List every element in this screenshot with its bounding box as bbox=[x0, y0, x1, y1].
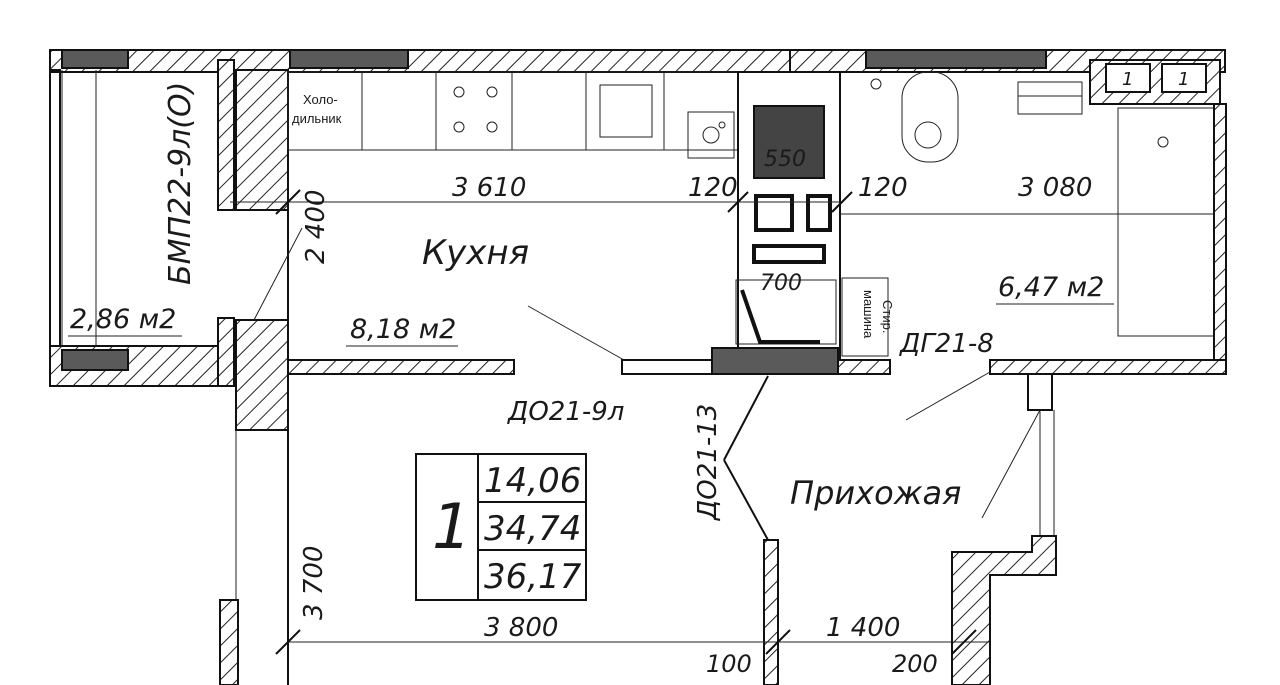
bathroom-room: 6,47 м2 bbox=[996, 272, 1114, 305]
middle-wall bbox=[287, 347, 1227, 540]
hallway-name: Прихожая bbox=[790, 474, 961, 512]
dim-kitchen-width: 3 610 bbox=[452, 173, 526, 203]
kitchen-counter: Холо- дильник bbox=[287, 71, 739, 159]
room-dimensions: 3 800 1 400 100 200 3 700 bbox=[275, 546, 990, 678]
balcony-block-label: БМП22-9л(О) bbox=[163, 82, 198, 285]
dim-gap-right: 120 bbox=[858, 173, 908, 203]
kitchen-room: Кухня 8,18 м2 bbox=[346, 233, 625, 361]
total-area-balcony: 36,17 bbox=[484, 557, 582, 597]
door-kitchen-label: ДО21-9л bbox=[507, 397, 624, 427]
kitchen-left-wall bbox=[219, 69, 289, 685]
hallway-walls: Прихожая bbox=[763, 474, 1057, 685]
doors: ДО21-9л ДО21-13 ДГ21-8 bbox=[507, 329, 1041, 541]
living-area: 14,06 bbox=[484, 461, 581, 501]
dim-bath-width: 3 080 bbox=[1018, 173, 1092, 203]
kitchen-name: Кухня bbox=[422, 233, 529, 273]
dim-room-width: 3 800 bbox=[484, 613, 558, 643]
washer-label-line2: машина bbox=[861, 290, 876, 339]
shaft-label-2: 700 bbox=[760, 271, 802, 296]
dim-kitchen-depth: 2 400 bbox=[301, 190, 331, 264]
kitchen-area: 8,18 м2 bbox=[350, 314, 456, 345]
dim-hall-width: 1 400 bbox=[826, 613, 900, 643]
rooms-count: 1 bbox=[432, 490, 471, 563]
utility-shaft: 550 700 Стир. машина bbox=[735, 71, 895, 363]
riser-label-1: 1 bbox=[1122, 69, 1133, 90]
total-area: 34,74 bbox=[484, 509, 581, 549]
shaft-label: 550 bbox=[764, 147, 806, 172]
dim-room-depth: 3 700 bbox=[299, 546, 329, 620]
area-summary: 1 14,06 34,74 36,17 bbox=[415, 453, 587, 601]
dim-gap-left: 120 bbox=[688, 173, 738, 203]
washer-label-line1: Стир. bbox=[880, 300, 895, 333]
fridge-label-line1: Холо- bbox=[303, 92, 338, 107]
bathroom-fixtures: 1 1 bbox=[870, 59, 1227, 375]
kitchen-dimensions: 3 610 120 120 3 080 2 400 bbox=[230, 173, 1214, 321]
riser-label-2: 1 bbox=[1178, 69, 1189, 90]
dim-wall-100: 100 bbox=[706, 650, 752, 678]
door-room-label: ДО21-13 bbox=[693, 404, 723, 521]
bathroom-area: 6,47 м2 bbox=[998, 272, 1104, 303]
fridge-label-line2: дильник bbox=[292, 111, 342, 126]
balcony: БМП22-9л(О) 2,86 м2 bbox=[49, 59, 235, 387]
dim-wall-200: 200 bbox=[892, 650, 938, 678]
door-bath-label: ДГ21-8 bbox=[899, 329, 994, 359]
balcony-area: 2,86 м2 bbox=[70, 304, 176, 335]
